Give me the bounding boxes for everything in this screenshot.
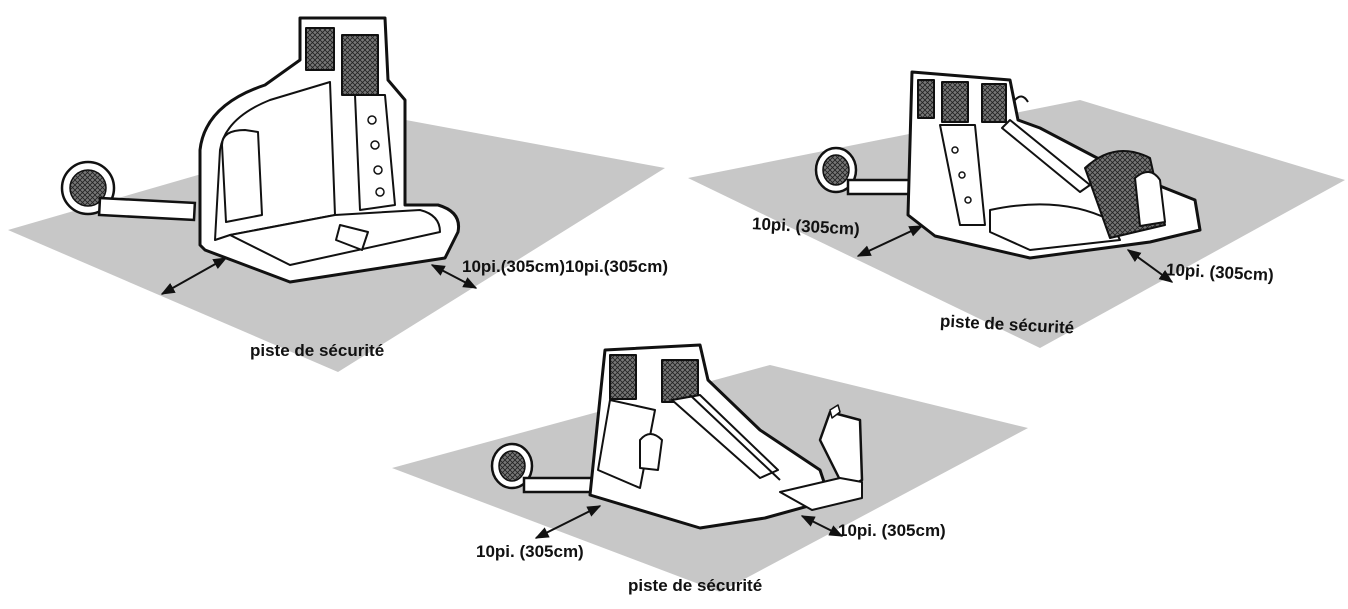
measure-left-label-3: 10pi. (305cm) — [476, 542, 584, 561]
measure-right-label-1: 10pi.(305cm)10pi.(305cm) — [462, 257, 668, 276]
blower-2 — [814, 146, 916, 196]
measure-right-label-3: 10pi. (305cm) — [838, 521, 946, 540]
diagram-1 — [8, 16, 665, 372]
dimension-arrow-left-1 — [160, 257, 228, 295]
zone-label-1: piste de sécurité — [250, 341, 385, 360]
zone-label-3: piste de sécurité — [628, 576, 763, 595]
dimension-arrow-left-3 — [534, 505, 602, 539]
blower-3 — [490, 442, 596, 494]
diagram-3 — [392, 343, 1028, 592]
diagram-2 — [688, 70, 1345, 348]
inflatable-2 — [906, 70, 1202, 260]
inflatable-3 — [588, 343, 864, 530]
inflatable-1 — [198, 16, 461, 284]
dimension-arrow-right-1 — [430, 264, 478, 289]
dimension-arrow-right-2 — [1126, 249, 1174, 283]
blower-1 — [60, 160, 197, 222]
dimension-arrow-right-3 — [800, 515, 844, 537]
dimension-arrow-left-2 — [856, 225, 924, 257]
